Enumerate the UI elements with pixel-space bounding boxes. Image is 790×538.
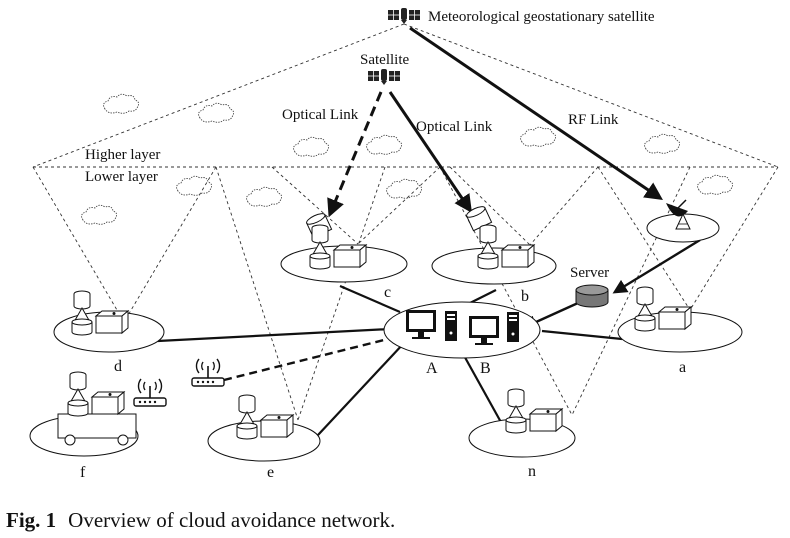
cloud-icon: [81, 93, 734, 225]
rf-link: [409, 26, 663, 201]
node-label-B: B: [480, 360, 491, 377]
node-label-A: A: [426, 360, 438, 377]
figure-number: Fig. 1: [6, 508, 56, 532]
satellite-icon: [367, 68, 401, 86]
central-node: [383, 301, 541, 359]
server-label: Server: [570, 265, 609, 281]
node-e: [207, 394, 321, 462]
wifi-router-icon: [191, 358, 225, 387]
ground-station-icon: [646, 199, 720, 243]
node-label-d: d: [114, 358, 122, 375]
optical-link-label-1: Optical Link: [282, 107, 359, 123]
node-label-f: f: [80, 464, 86, 481]
figure-caption: Fig. 1 Overview of cloud avoidance networ…: [6, 508, 395, 532]
server-icon: [575, 284, 609, 308]
node-label-a: a: [679, 359, 686, 376]
meteo-satellite-label: Meteorological geostationary satellite: [428, 9, 655, 25]
coverage-triangles: [32, 166, 779, 421]
meteo-satellite-icon: [387, 7, 421, 25]
node-f: [29, 371, 139, 457]
node-label-b: b: [521, 288, 529, 305]
rf-link-label: RF Link: [568, 112, 619, 128]
optical-link-solid: [388, 91, 473, 213]
optical-link-label-2: Optical Link: [416, 119, 493, 135]
wireless-link-dashed: [223, 338, 385, 382]
ground-station-to-server-link: [612, 238, 701, 294]
network-links: [157, 284, 623, 436]
lower-layer-label: Lower layer: [85, 169, 158, 185]
node-n: [468, 388, 576, 458]
node-a: [617, 286, 743, 353]
satellite-label: Satellite: [360, 52, 409, 68]
optical-link-dashed: [327, 91, 383, 218]
node-c: [280, 211, 408, 283]
node-d: [53, 290, 165, 353]
node-label-e: e: [267, 464, 274, 481]
figure-caption-text: Overview of cloud avoidance network.: [68, 508, 395, 532]
wifi-router-icon: [133, 378, 167, 407]
node-label-c: c: [384, 284, 391, 301]
higher-layer-label: Higher layer: [85, 147, 160, 163]
meteo-coverage-cone: [32, 23, 779, 168]
node-b: [431, 204, 557, 285]
node-label-n: n: [528, 463, 536, 480]
